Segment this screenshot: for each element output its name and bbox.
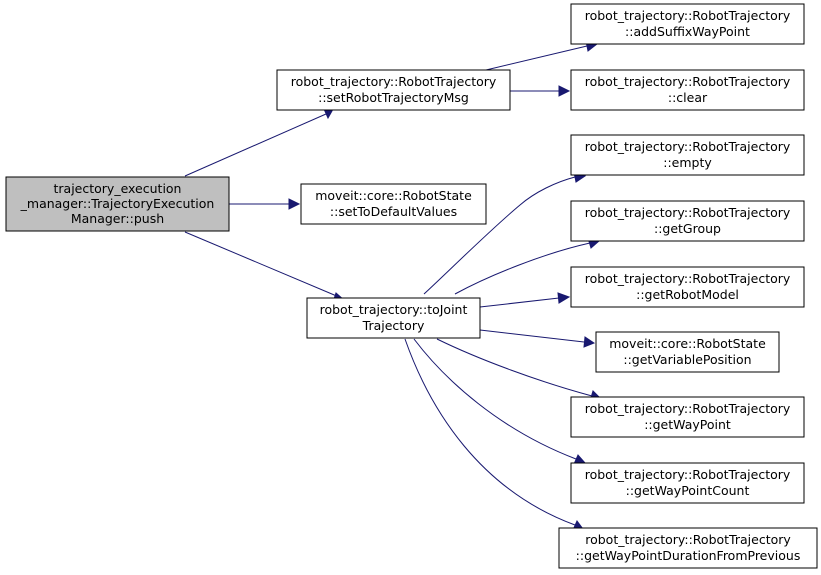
nodes: trajectory_execution _manager::Trajector…: [5, 3, 818, 569]
edge-to-joint-to-get-variable-position: [479, 329, 585, 343]
node-add-suffix-way-point[interactable]: robot_trajectory::RobotTrajectory ::addS…: [570, 3, 805, 45]
node-label-line: ::setRobotTrajectoryMsg: [318, 90, 469, 105]
node-get-variable-position[interactable]: moveit::core::RobotState ::getVariablePo…: [595, 331, 780, 373]
node-get-robot-model[interactable]: robot_trajectory::RobotTrajectory ::getR…: [570, 266, 805, 308]
node-get-way-point-duration-from-previous[interactable]: robot_trajectory::RobotTrajectory ::getW…: [558, 527, 818, 569]
edge-arrowhead: [583, 336, 596, 348]
edge-to-joint-to-get-group: [454, 242, 591, 295]
node-label-line: robot_trajectory::toJoint: [320, 302, 468, 317]
edge-to-joint-to-get-robot-model: [479, 297, 560, 308]
node-set-robot-trajectory-msg[interactable]: robot_trajectory::RobotTrajectory ::setR…: [276, 69, 511, 111]
node-empty[interactable]: robot_trajectory::RobotTrajectory ::empt…: [570, 134, 805, 176]
node-get-way-point[interactable]: robot_trajectory::RobotTrajectory ::getW…: [570, 396, 805, 438]
node-label-line: robot_trajectory::RobotTrajectory: [585, 271, 791, 286]
node-to-joint-trajectory[interactable]: robot_trajectory::toJoint Trajectory: [306, 297, 481, 339]
node-label-line: ::getWayPoint: [644, 417, 731, 432]
node-label-line: robot_trajectory::RobotTrajectory: [585, 401, 791, 416]
node-trajectory-execution-manager-push[interactable]: trajectory_execution _manager::Trajector…: [5, 176, 230, 232]
node-label-line: moveit::core::RobotState: [315, 188, 472, 203]
node-label-line: ::getWayPointDurationFromPrevious: [576, 548, 801, 563]
node-label-line: Trajectory: [362, 318, 425, 333]
node-label-line: ::addSuffixWayPoint: [625, 24, 750, 39]
node-clear[interactable]: robot_trajectory::RobotTrajectory ::clea…: [570, 69, 805, 111]
node-label-line: Manager::push: [71, 211, 164, 226]
edge-arrowhead: [288, 198, 301, 210]
node-label-line: _manager::TrajectoryExecution: [20, 196, 215, 211]
node-label-line: ::setToDefaultValues: [330, 204, 457, 219]
edge-arrowhead: [557, 292, 571, 304]
node-label-line: robot_trajectory::RobotTrajectory: [585, 467, 791, 482]
node-label-line: trajectory_execution: [54, 181, 182, 196]
edge-to-joint-to-empty: [423, 176, 576, 295]
node-label-line: ::clear: [668, 90, 708, 105]
edge-to-joint-to-get-way-point-count: [413, 338, 577, 460]
node-label-line: ::getVariablePosition: [623, 352, 751, 367]
node-label-line: moveit::core::RobotState: [609, 336, 766, 351]
node-label-line: ::getRobotModel: [636, 287, 739, 302]
node-label-line: robot_trajectory::RobotTrajectory: [585, 8, 791, 23]
node-label-line: robot_trajectory::RobotTrajectory: [291, 74, 497, 89]
edge-to-joint-to-get-way-point-duration: [404, 338, 576, 526]
edge-root-to-to-joint: [184, 231, 340, 298]
edges: [184, 40, 603, 531]
edge-to-joint-to-get-way-point: [436, 338, 593, 397]
node-label-line: ::getWayPointCount: [626, 483, 750, 498]
node-set-to-default-values[interactable]: moveit::core::RobotState ::setToDefaultV…: [300, 183, 487, 225]
node-get-way-point-count[interactable]: robot_trajectory::RobotTrajectory ::getW…: [570, 462, 805, 504]
edge-arrowhead: [558, 85, 571, 97]
node-label-line: ::getGroup: [654, 221, 721, 236]
node-label-line: robot_trajectory::RobotTrajectory: [585, 205, 791, 220]
node-label-line: robot_trajectory::RobotTrajectory: [585, 532, 791, 547]
node-label-line: robot_trajectory::RobotTrajectory: [585, 139, 791, 154]
node-label-line: ::empty: [663, 155, 712, 170]
node-get-group[interactable]: robot_trajectory::RobotTrajectory ::getG…: [570, 200, 805, 242]
edge-root-to-set-msg: [184, 113, 327, 177]
node-label-line: robot_trajectory::RobotTrajectory: [585, 74, 791, 89]
edge-set-msg-to-add-suffix: [485, 45, 588, 71]
